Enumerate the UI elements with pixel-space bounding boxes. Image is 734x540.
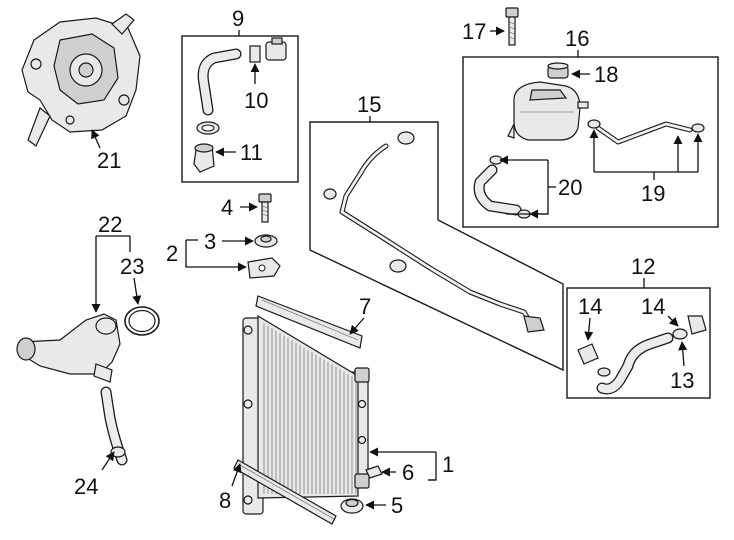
callout-21: 21 [97, 148, 121, 173]
water-pump-housing [21, 13, 141, 147]
callout-labels: 1 2 3 4 5 6 7 8 9 10 11 12 13 14 14 15 1… [74, 6, 694, 518]
hose-clamp-9 [196, 121, 220, 135]
outlet-fitting-11 [193, 143, 215, 173]
callout-24: 24 [74, 474, 98, 499]
callout-22: 22 [98, 212, 122, 237]
callout-20: 20 [558, 175, 582, 200]
callout-14-left: 14 [578, 294, 602, 319]
callout-8: 8 [219, 488, 231, 513]
callout-9: 9 [232, 6, 244, 31]
callout-13: 13 [670, 368, 694, 393]
callout-2: 2 [166, 241, 178, 266]
callout-14-right: 14 [641, 294, 665, 319]
callout-5: 5 [391, 493, 403, 518]
group-box-12 [566, 287, 711, 399]
callout-12: 12 [631, 254, 655, 279]
radiator-hose-12 [577, 315, 707, 395]
overflow-tube-15 [323, 131, 545, 333]
hose-fitting-10 [249, 37, 287, 63]
heater-hose-24 [100, 386, 128, 466]
callout-15: 15 [357, 92, 381, 117]
bolt-4 [258, 193, 272, 223]
callout-23: 23 [120, 254, 144, 279]
group-box-15 [309, 121, 564, 372]
callout-3: 3 [204, 229, 216, 254]
insulator-5 [340, 498, 364, 514]
callout-4: 4 [221, 195, 233, 220]
group-box-16 [462, 56, 719, 228]
callout-7: 7 [359, 294, 371, 319]
bypass-hose-9 [197, 48, 242, 116]
upper-seal-7 [255, 295, 363, 349]
callout-1: 1 [442, 452, 454, 477]
callout-17: 17 [462, 19, 486, 44]
bolt-17 [505, 7, 519, 46]
reservoir-hose-20 [473, 155, 531, 219]
reservoir-cap-18 [547, 62, 569, 79]
callout-11: 11 [240, 140, 263, 165]
callout-18: 18 [594, 62, 618, 87]
radiator-assembly [242, 314, 370, 515]
reservoir-tube-19 [587, 119, 705, 145]
group-box-9 [181, 35, 299, 183]
callout-10: 10 [244, 88, 268, 113]
thermostat-housing-22 [16, 313, 121, 383]
grommet-3 [254, 234, 278, 248]
leader-lines [91, 26, 703, 510]
callout-6: 6 [402, 460, 414, 485]
coolant-reservoir [507, 81, 589, 141]
callout-19: 19 [641, 181, 665, 206]
mount-bracket-2 [247, 257, 281, 279]
callout-16: 16 [565, 26, 589, 51]
o-ring-23 [124, 306, 160, 336]
